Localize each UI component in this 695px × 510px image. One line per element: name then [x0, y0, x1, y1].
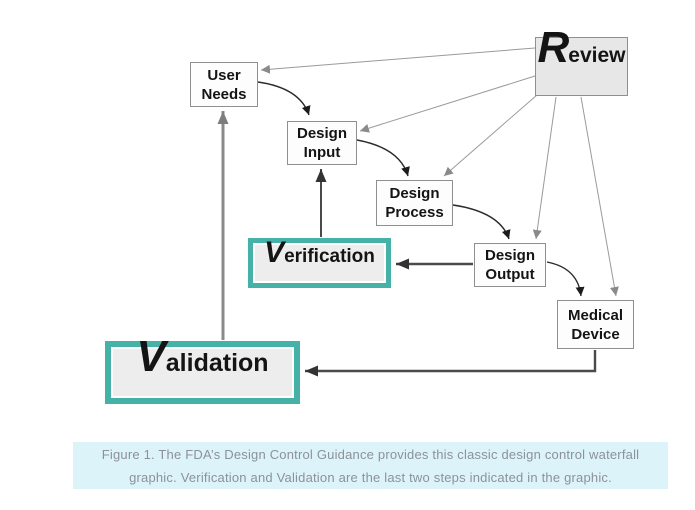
box-verification-initial: V: [264, 236, 285, 269]
box-user-needs: User Needs: [190, 62, 258, 107]
box-validation-label: alidation: [165, 349, 269, 377]
arrow-design-process-to-design-output: [452, 204, 511, 240]
box-design-output-label-line2: Output: [485, 266, 535, 283]
box-medical-device-label-line1: Medical: [567, 306, 624, 324]
box-user-needs-label-line1: User: [207, 66, 241, 84]
figure-caption-line2: graphic. Verification and Validation are…: [129, 469, 612, 485]
arrow-review-to-design-process: [443, 94, 538, 177]
box-design-input-label-line1: Design: [296, 125, 347, 142]
box-medical-device: Medical Device: [557, 300, 634, 349]
box-design-process-label-line1: Design: [389, 185, 440, 202]
box-review-initial: R: [537, 23, 570, 72]
box-design-input-label-line2: Input: [303, 144, 341, 161]
box-medical-device-label-line2: Device: [571, 325, 620, 343]
arrow-review-to-design-output: [532, 96, 557, 240]
arrow-review-to-medical-device: [580, 96, 619, 297]
box-validation-initial: V: [136, 332, 166, 381]
arrow-review-to-user-needs: [260, 47, 536, 74]
arrow-design-input-to-design-process: [356, 139, 410, 177]
box-design-process: Design Process: [376, 180, 453, 226]
box-user-needs-label-line2: Needs: [201, 85, 247, 103]
box-design-process-label-line2: Process: [385, 204, 444, 221]
box-design-input: Design Input: [287, 121, 357, 165]
arrow-review-to-design-input: [359, 75, 536, 133]
box-design-output-label-line1: Design: [484, 247, 535, 264]
figure-caption: Figure 1. The FDA’s Design Control Guida…: [73, 442, 668, 489]
figure-caption-line1: Figure 1. The FDA’s Design Control Guida…: [101, 446, 640, 462]
box-review-label: eview: [568, 44, 626, 67]
arrow-design-output-to-medical-device: [546, 261, 585, 297]
box-verification-label: erification: [284, 246, 375, 267]
box-design-output: Design Output: [474, 243, 546, 287]
arrow-medical-device-to-validation: [305, 350, 597, 377]
arrow-user-needs-to-design-input: [257, 81, 311, 116]
